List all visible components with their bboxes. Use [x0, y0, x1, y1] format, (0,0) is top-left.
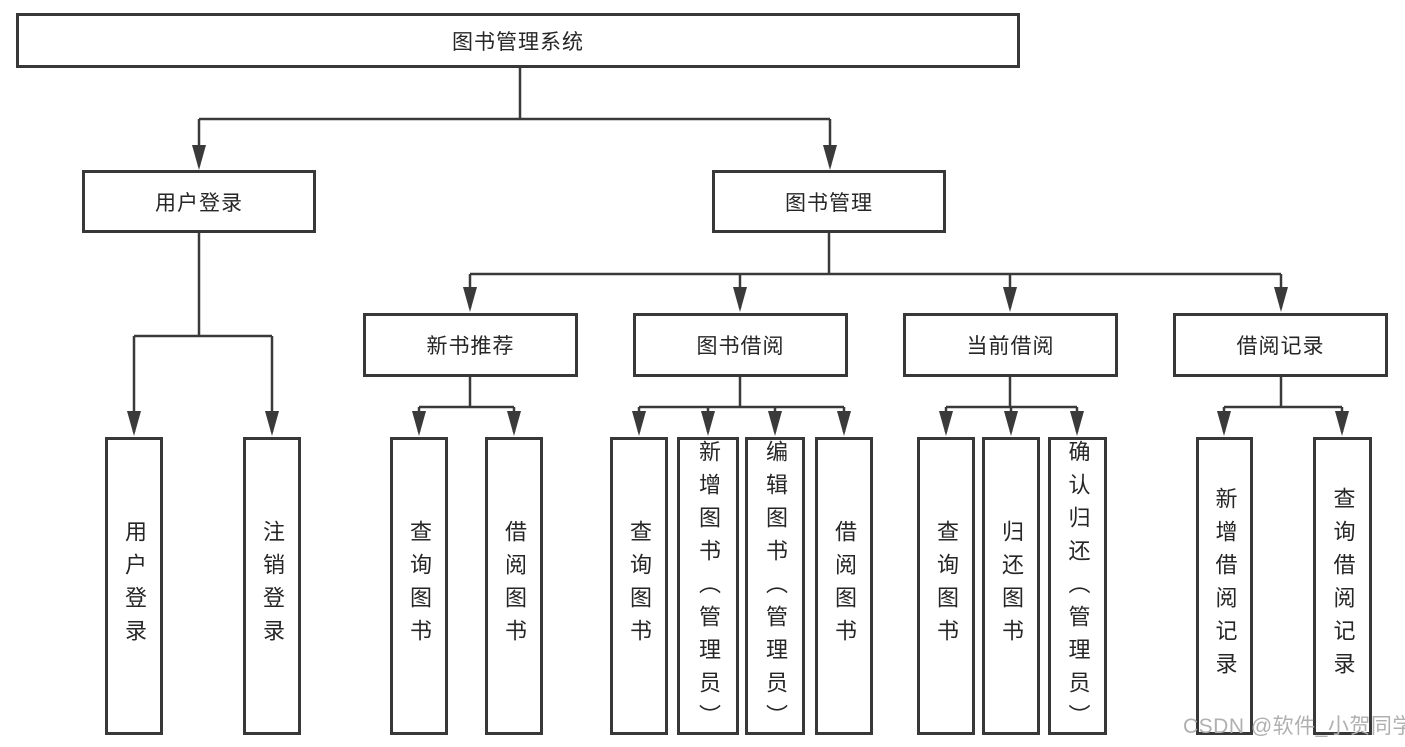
connector-user-login-leaves: [132, 233, 274, 432]
arrowhead: [463, 287, 477, 312]
arrowhead: [701, 411, 715, 436]
connector-new-book-leaves: [417, 377, 516, 432]
leaf-user-login: 用户登录: [105, 437, 163, 735]
leaf-label: 借阅图书: [502, 520, 527, 652]
leaf-query-books-2: 查询图书: [610, 437, 668, 735]
arrowhead: [632, 411, 646, 436]
leaf-label: 新增借阅记录: [1212, 487, 1238, 685]
leaf-label: 查询图书: [407, 520, 432, 652]
node-current-borrow: 当前借阅: [903, 313, 1118, 377]
leaf-label: 查询图书: [627, 520, 652, 652]
leaf-confirm-return-admin: 确认归还（管理员）: [1048, 437, 1107, 737]
connector-book-borrow-leaves: [637, 377, 846, 432]
arrowhead: [412, 411, 426, 436]
leaf-label: 编辑图书（管理员）: [763, 440, 788, 737]
arrowhead: [192, 145, 206, 170]
arrowhead: [1274, 287, 1288, 312]
leaf-label: 新增图书（管理员）: [696, 440, 721, 737]
leaf-query-books-3: 查询图书: [917, 437, 975, 735]
connector-borrow-records-leaves: [1222, 377, 1344, 432]
leaf-label: 借阅图书: [832, 520, 857, 652]
arrowhead: [1070, 411, 1084, 436]
arrowhead: [1004, 411, 1018, 436]
leaf-label: 用户登录: [122, 520, 147, 652]
arrowhead: [768, 411, 782, 436]
leaf-label: 注销登录: [260, 520, 285, 652]
connector-root-to-level2: [197, 68, 832, 166]
arrowhead: [127, 411, 141, 436]
node-new-book-recommend: 新书推荐: [363, 313, 578, 377]
leaf-query-borrow-record: 查询借阅记录: [1313, 437, 1372, 735]
arrowhead: [1217, 411, 1231, 436]
arrowhead: [939, 411, 953, 436]
node-book-mgmt: 图书管理: [712, 170, 946, 233]
arrowhead: [837, 411, 851, 436]
leaf-label: 归还图书: [999, 520, 1024, 652]
csdn-watermark: CSDN @软件_小贺同学: [1183, 715, 1405, 738]
leaf-query-books-1: 查询图书: [390, 437, 448, 735]
node-book-borrow: 图书借阅: [633, 313, 848, 377]
arrowhead: [823, 145, 837, 170]
leaf-label: 确认归还（管理员）: [1065, 440, 1091, 737]
leaf-borrow-books-2: 借阅图书: [815, 437, 873, 735]
connector-book-mgmt-level3: [468, 233, 1283, 308]
leaf-label: 查询图书: [934, 520, 959, 652]
arrowhead: [507, 411, 521, 436]
arrowhead: [733, 287, 747, 312]
node-user-login: 用户登录: [82, 170, 316, 233]
leaf-edit-books-admin: 编辑图书（管理员）: [745, 437, 805, 737]
arrowhead: [1003, 287, 1017, 312]
leaf-add-books-admin: 新增图书（管理员）: [677, 437, 739, 737]
leaf-return-books: 归还图书: [982, 437, 1040, 735]
leaf-logout: 注销登录: [243, 437, 301, 735]
leaf-add-borrow-record: 新增借阅记录: [1196, 437, 1253, 735]
arrowhead: [265, 411, 279, 436]
leaf-borrow-books-1: 借阅图书: [485, 437, 543, 735]
arrowhead: [1335, 411, 1349, 436]
node-root: 图书管理系统: [16, 13, 1020, 68]
leaf-label: 查询借阅记录: [1330, 487, 1356, 685]
node-borrow-records: 借阅记录: [1173, 313, 1388, 377]
